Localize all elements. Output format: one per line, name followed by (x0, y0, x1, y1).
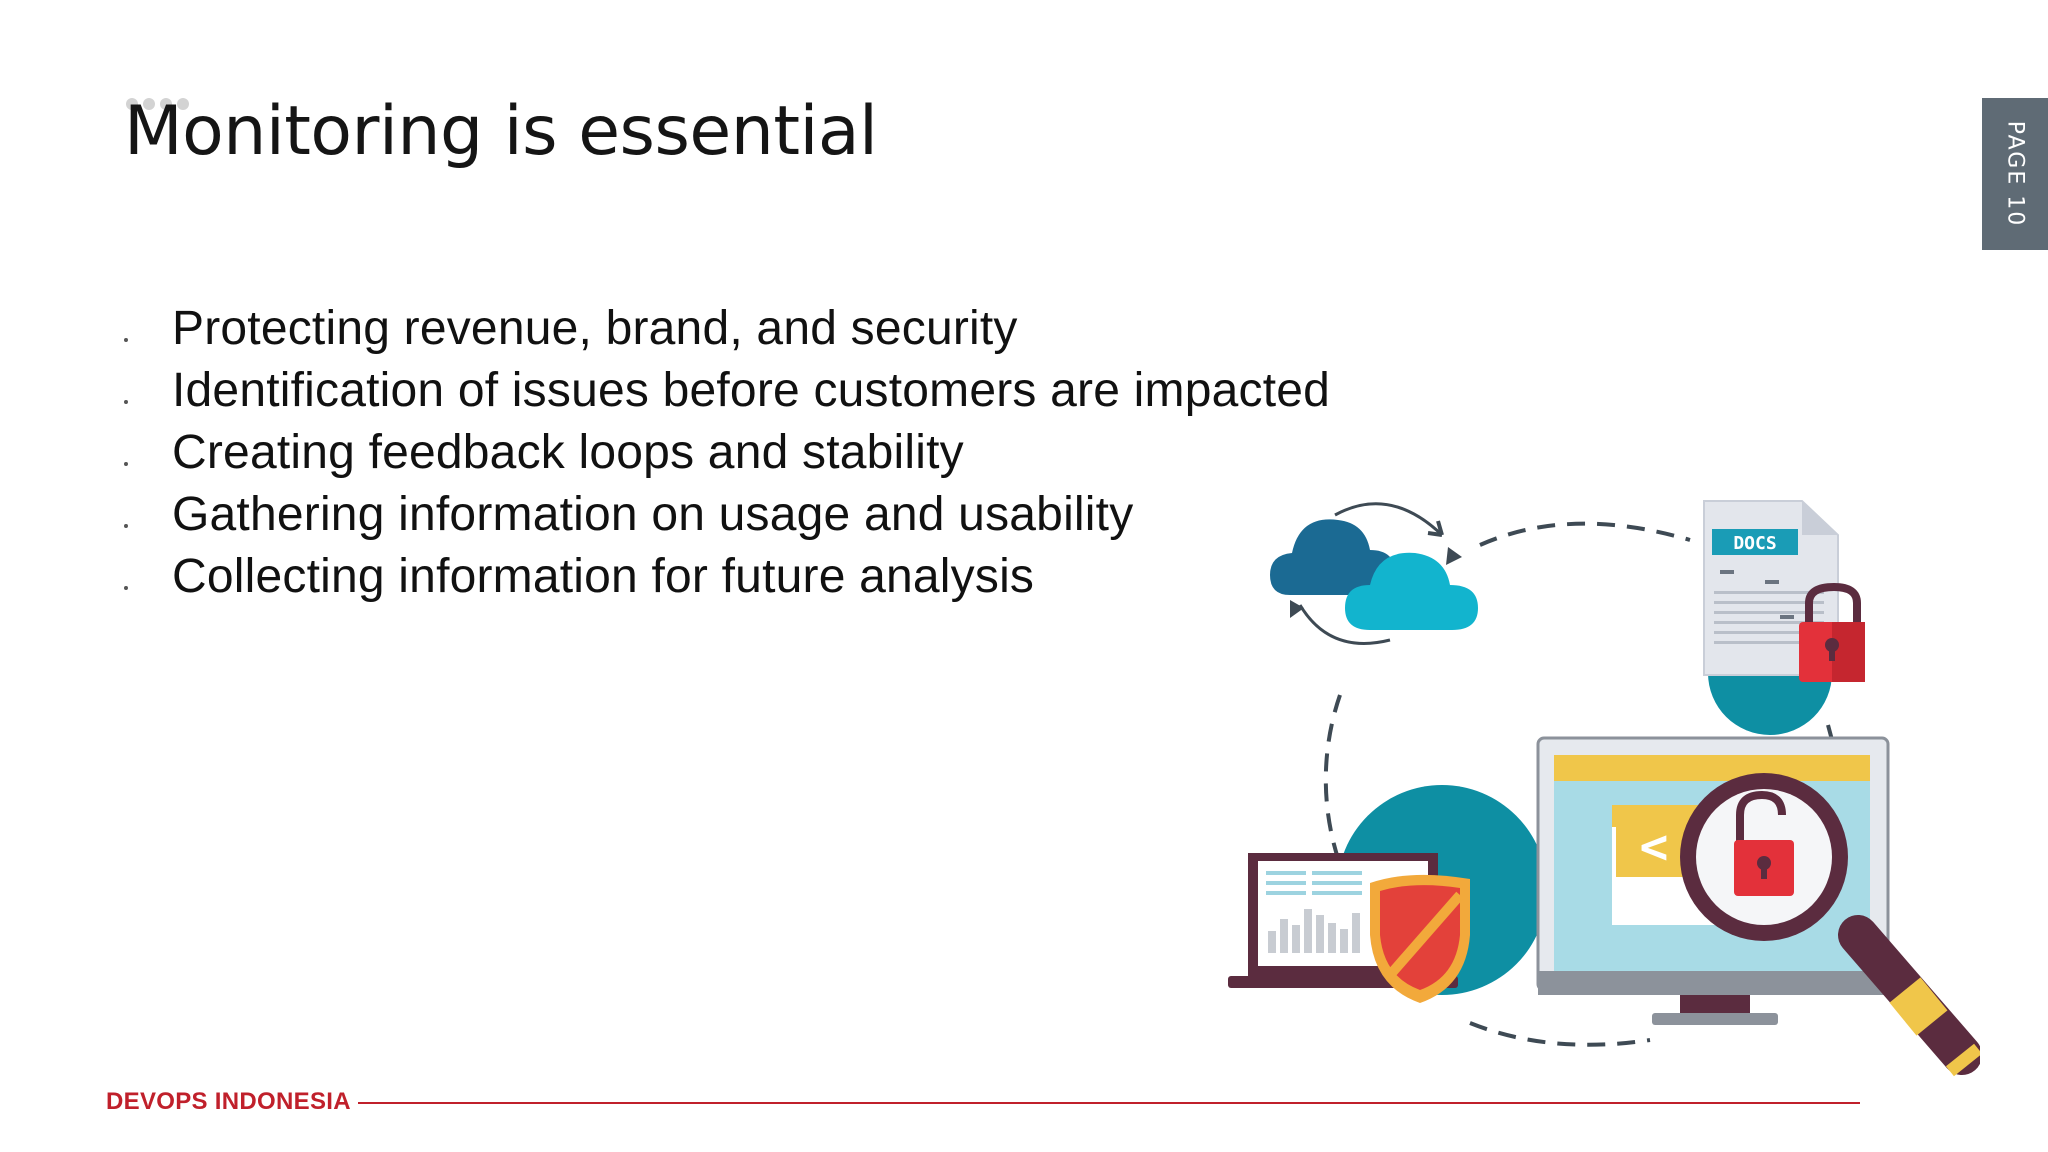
document-icon: DOCS (1703, 500, 1839, 735)
shield-icon (1370, 874, 1470, 1003)
dashed-cycle-path (1469, 1021, 1651, 1047)
bullet-text: Gathering information on usage and usabi… (172, 488, 1134, 541)
code-symbol: < (1640, 819, 1669, 875)
slide-title: Monitoring is essential (124, 92, 878, 171)
dot (143, 98, 155, 110)
padlock-icon (1799, 582, 1865, 682)
footer-brand: DEVOPS INDONESIA (106, 1088, 351, 1115)
page-number-label: PAGE 10 (2002, 120, 2028, 228)
page-number-tab: PAGE 10 (1982, 98, 2048, 250)
cloud-icon (1270, 502, 1478, 645)
dashed-cycle-path (1479, 521, 1691, 547)
bullet-dot-icon (124, 524, 128, 528)
bullet-text: Protecting revenue, brand, and security (172, 302, 1018, 355)
bullet-text: Creating feedback loops and stability (172, 426, 964, 479)
bullet-item: Protecting revenue, brand, and security (118, 298, 1330, 360)
bullet-list: Protecting revenue, brand, and security … (118, 298, 1330, 608)
title-decoration-dots (126, 98, 189, 110)
bullet-item: Collecting information for future analys… (118, 546, 1330, 608)
bullet-dot-icon (124, 586, 128, 590)
bullet-text: Collecting information for future analys… (172, 550, 1035, 603)
docs-label: DOCS (1733, 533, 1776, 554)
bullet-dot-icon (124, 338, 128, 342)
bullet-item: Creating feedback loops and stability (118, 422, 1330, 484)
dot (126, 98, 138, 110)
bullet-item: Gathering information on usage and usabi… (118, 484, 1330, 546)
bullet-dot-icon (124, 400, 128, 404)
bullet-text: Identification of issues before customer… (172, 364, 1331, 417)
dot (160, 98, 172, 110)
footer-divider (358, 1102, 1860, 1104)
dot (177, 98, 189, 110)
bullet-dot-icon (124, 462, 128, 466)
bullet-item: Identification of issues before customer… (118, 360, 1330, 422)
security-monitoring-illustration: DOCS (1228, 500, 1980, 1077)
magnifier-icon (1680, 773, 1980, 1077)
